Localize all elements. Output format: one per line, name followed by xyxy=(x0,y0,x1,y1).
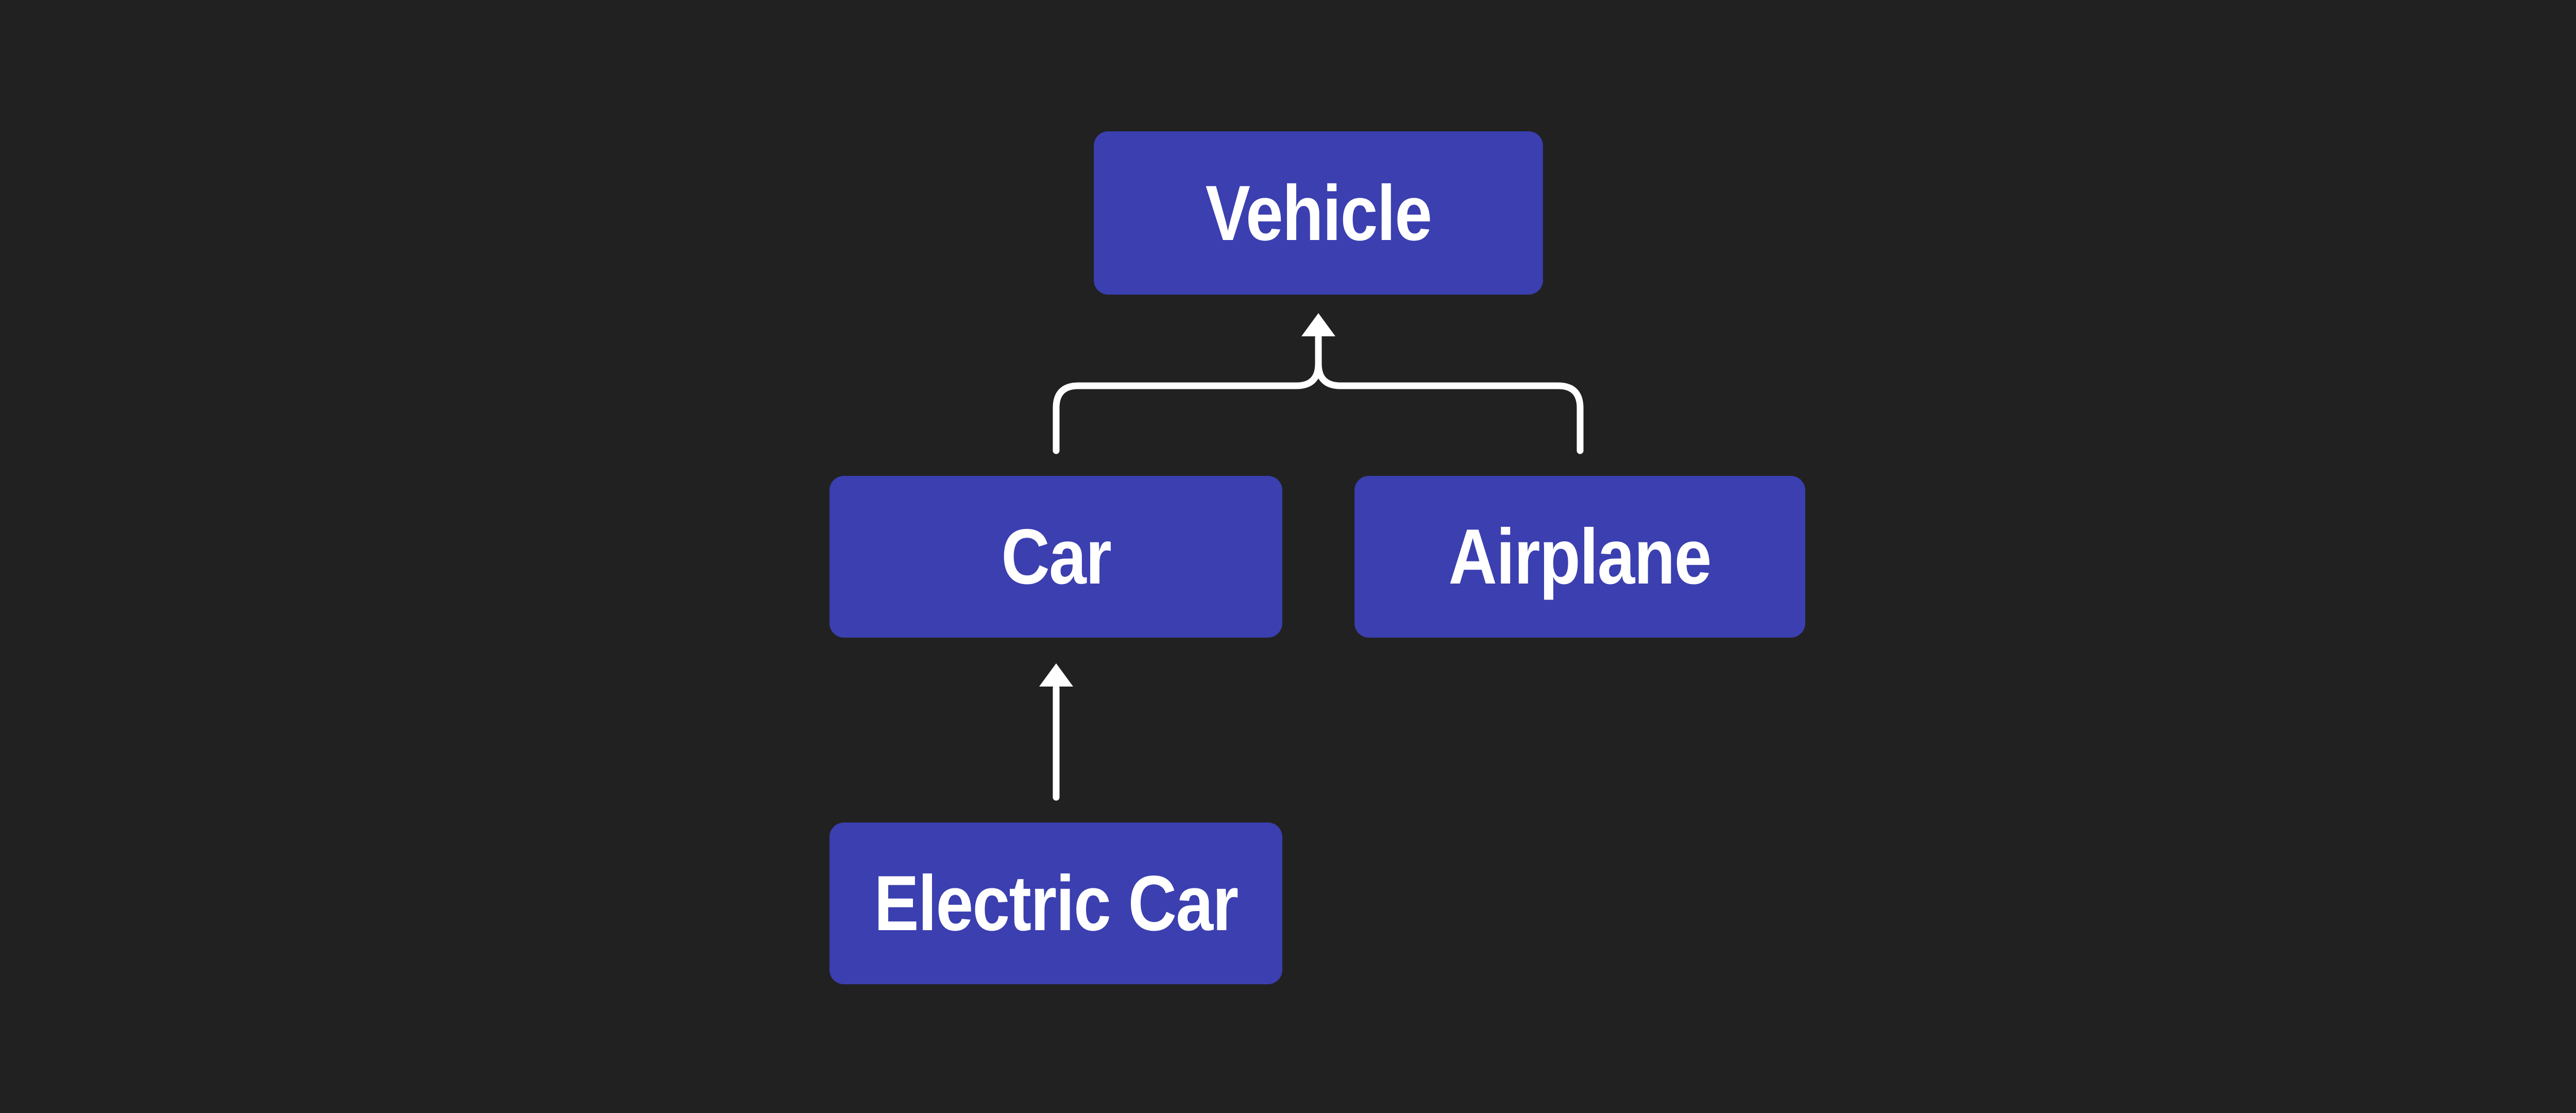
edge-airplane-to-vehicle xyxy=(1315,334,1584,454)
node-vehicle-label: Vehicle xyxy=(1205,169,1432,257)
arrowhead-to-vehicle-icon xyxy=(1301,313,1335,336)
node-electric-car: Electric Car xyxy=(829,823,1282,984)
node-car-label: Car xyxy=(1001,513,1112,601)
node-airplane-label: Airplane xyxy=(1448,513,1712,601)
node-airplane: Airplane xyxy=(1354,476,1805,638)
arrowhead-to-car-icon xyxy=(1039,663,1073,687)
node-electric-car-label: Electric Car xyxy=(874,860,1239,947)
edge-car-to-vehicle xyxy=(1053,334,1322,454)
node-vehicle: Vehicle xyxy=(1094,131,1543,295)
node-car: Car xyxy=(829,476,1282,638)
